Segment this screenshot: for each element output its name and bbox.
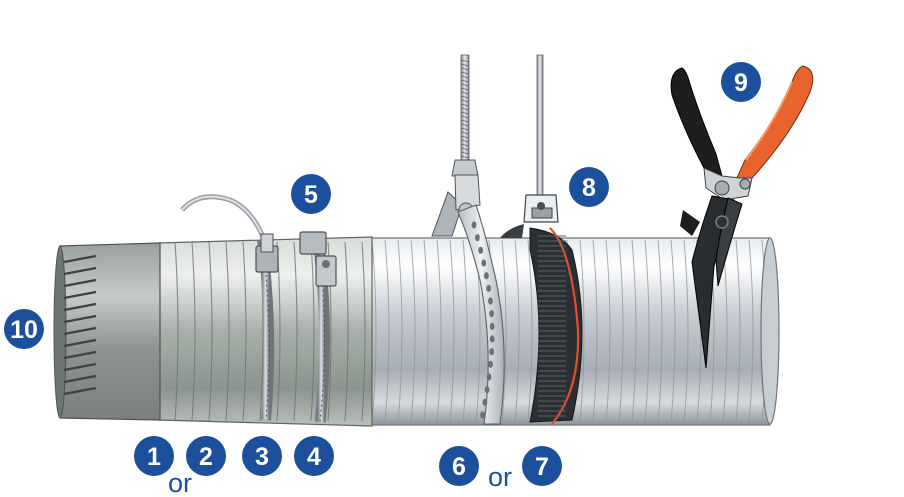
callout-badge-6: 6 xyxy=(439,446,479,486)
badge-8-label: 8 xyxy=(582,174,596,202)
badge-2-label: 2 xyxy=(199,443,213,471)
badge-6-label: 6 xyxy=(452,453,466,481)
tin-snips-tool xyxy=(670,65,814,369)
webbing-hanger-strap xyxy=(500,54,583,425)
callout-badge-4: 4 xyxy=(294,436,334,476)
perforated-hanger-strap xyxy=(431,54,505,425)
or-connector-6-7: or xyxy=(488,462,512,492)
callout-badge-7: 7 xyxy=(522,446,562,486)
badge-4-label: 4 xyxy=(307,443,321,471)
callout-badge-5: 5 xyxy=(291,174,331,214)
badge-1-label: 1 xyxy=(147,443,161,471)
or-connector-1-2: or xyxy=(168,468,192,497)
callout-badge-3: 3 xyxy=(242,436,282,476)
badge-5-label: 5 xyxy=(304,181,318,209)
badge-3-label: 3 xyxy=(255,443,269,471)
callout-badge-2: 2 xyxy=(186,436,226,476)
callout-badge-8: 8 xyxy=(569,167,609,207)
callout-badge-10: 10 xyxy=(4,309,44,349)
callout-badge-9: 9 xyxy=(721,62,761,102)
callout-badge-1: 1 xyxy=(134,436,174,476)
badge-10-label: 10 xyxy=(10,316,38,344)
quick-release-clamp xyxy=(299,231,337,423)
badge-9-label: 9 xyxy=(734,69,748,97)
rigid-pipe-end xyxy=(53,242,161,421)
worm-gear-clamp xyxy=(180,194,279,421)
badge-7-label: 7 xyxy=(535,453,549,481)
